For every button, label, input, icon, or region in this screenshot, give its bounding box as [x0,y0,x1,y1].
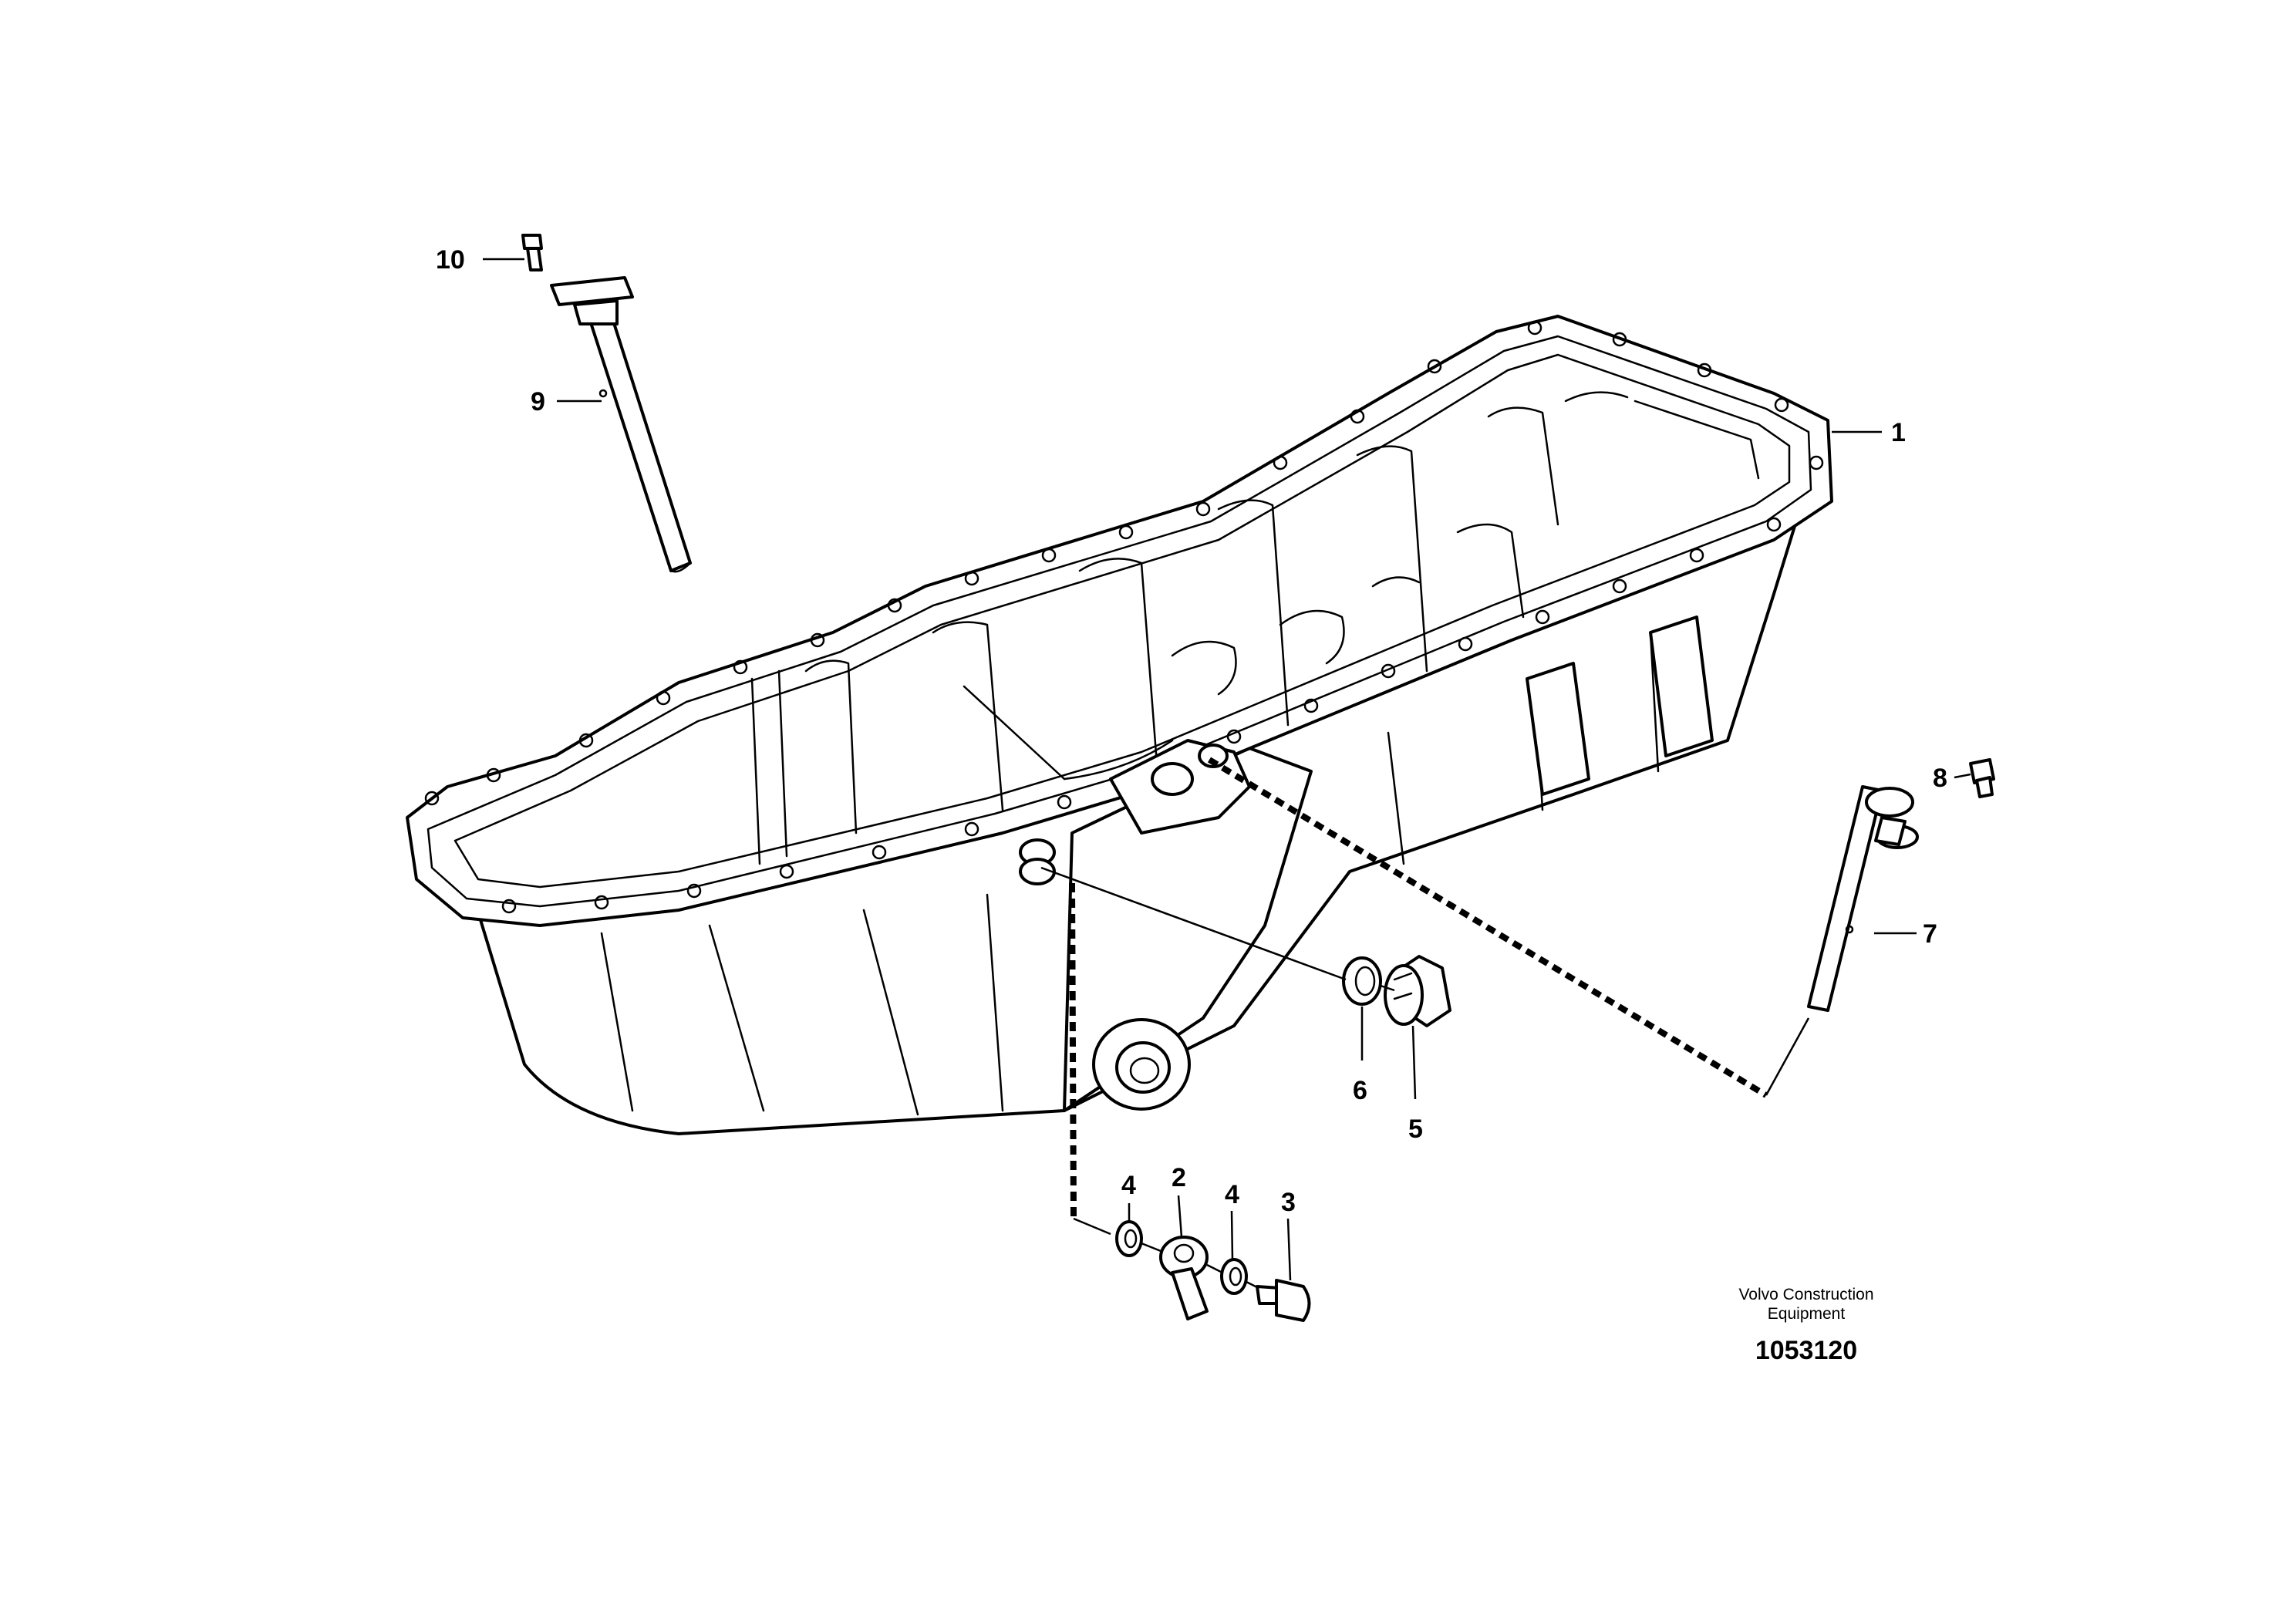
callout-10: 10 [436,245,465,275]
callout-4-left: 4 [1121,1171,1136,1200]
company-line-2: Equipment [1768,1305,1846,1323]
dipstick-tube [585,307,692,573]
washer-right [1220,1258,1248,1295]
callout-5: 5 [1408,1114,1423,1144]
drain-plug-washer [1342,956,1382,1006]
dipstick-screw [1969,758,1995,798]
banjo-bolt [1256,1279,1311,1322]
callout-7: 7 [1923,919,1937,949]
banjo-fitting [1159,1236,1209,1320]
drain-plug [1384,955,1451,1027]
drawing-number: 1053120 [1755,1336,1857,1365]
callout-8: 8 [1933,764,1947,793]
inner-baffles [750,391,1760,865]
assembly-paths [1040,757,1810,1290]
oil-pan [406,315,1833,1135]
callouts: 1 9 10 8 7 6 5 4 2 4 3 [436,245,1947,1217]
dipstick [1807,785,1919,1012]
tube-bracket [550,276,634,325]
callout-1: 1 [1891,418,1906,447]
dipstick-assembly-path [1207,757,1768,1098]
callout-4-right: 4 [1225,1180,1239,1209]
callout-2: 2 [1172,1163,1186,1192]
drain-plug-axis [1040,866,1347,981]
banjo-assembly-path [1069,882,1077,1219]
callout-3: 3 [1281,1188,1296,1217]
flange-bolt-holes [424,320,1824,914]
leader-lines [483,258,1971,1281]
bracket-screw [521,234,543,271]
washer-left [1115,1220,1143,1257]
callout-9: 9 [531,387,545,416]
footer-caption: Volvo Construction Equipment 1053120 [1738,1286,1873,1365]
company-line-1: Volvo Construction [1738,1286,1873,1303]
callout-6: 6 [1353,1076,1367,1105]
